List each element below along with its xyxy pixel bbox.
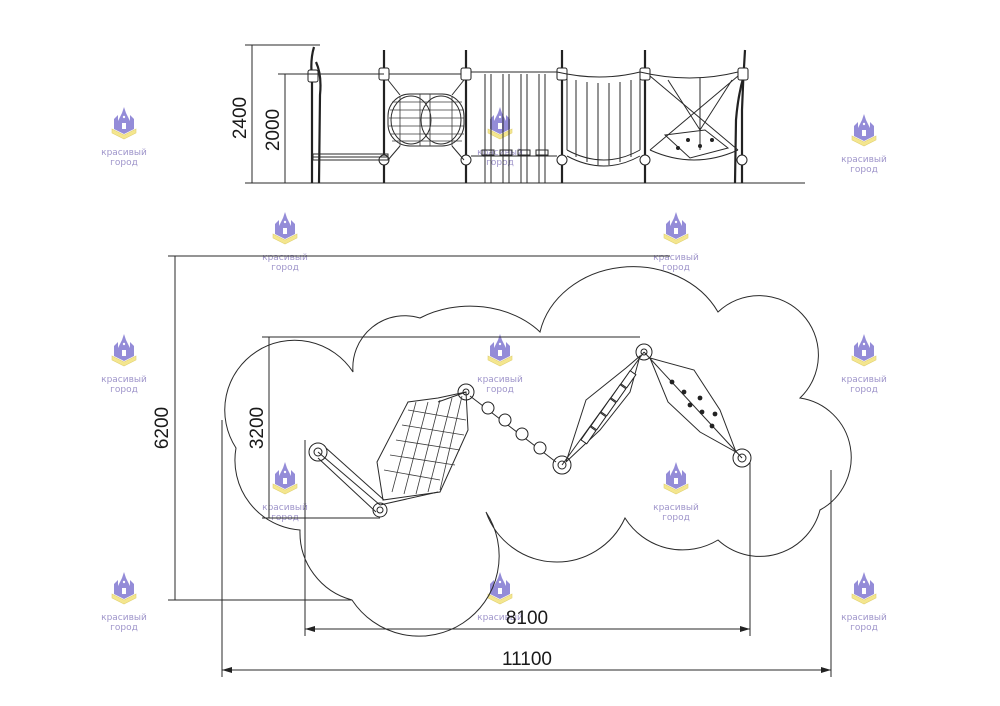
watermark-text-line1: красивый	[841, 375, 887, 385]
dim-total-height-label: 2400	[230, 97, 251, 139]
watermark-text-line2: город	[850, 623, 878, 633]
watermark-logo: красивый город	[841, 113, 887, 175]
plan-rope-entry	[317, 447, 385, 513]
watermark-logo: красивый город	[101, 333, 147, 395]
plan-net-panel	[376, 391, 469, 506]
watermark-text-line2: город	[662, 513, 690, 523]
watermark-text-line2: город	[486, 385, 514, 395]
platform	[312, 153, 389, 161]
dim-overall-depth-label: 6200	[152, 407, 173, 449]
tunnel-net	[387, 79, 465, 161]
watermark-text-line1: красивый	[101, 148, 147, 158]
watermark-text-line1: красивый	[477, 375, 523, 385]
post	[314, 61, 322, 184]
watermark-text-line1: красивый	[841, 155, 887, 165]
post	[310, 46, 316, 183]
plan-slat-bridge	[561, 351, 645, 466]
watermark-text-line2: город	[486, 158, 514, 168]
watermark-logo: красивый город	[101, 106, 147, 168]
post-clamps	[307, 67, 749, 166]
watermark-text-line1: красивый	[101, 613, 147, 623]
watermark-logo: красивый город	[477, 106, 523, 168]
post	[740, 49, 747, 183]
watermark-logo: красивый город	[841, 333, 887, 395]
watermark-text-line1: красивый	[101, 375, 147, 385]
watermark-text-line2: город	[110, 385, 138, 395]
elevation-view: 2400 2000	[230, 44, 805, 184]
hanging-ropes	[471, 74, 557, 183]
plan-view: 6200 3200 8100 11100	[152, 255, 852, 677]
watermark-text-line1: красивый	[653, 253, 699, 263]
dim-structure-depth-label: 3200	[247, 407, 268, 449]
plan-posts	[308, 343, 752, 518]
top-rope	[316, 71, 739, 79]
watermark-logo: красивый город	[653, 461, 699, 523]
rope-bridge	[566, 78, 641, 167]
watermark-logo: красивый город	[262, 211, 308, 273]
climbing-wall-section	[649, 75, 739, 161]
posts	[310, 46, 747, 184]
watermark-logo: красивый	[477, 571, 523, 623]
watermark-text-line1: красивый	[653, 503, 699, 513]
safety-zone-outline	[224, 266, 852, 637]
dim-overall-length-label: 11100	[502, 649, 552, 670]
dim-platform-height-label: 2000	[263, 109, 284, 151]
watermark-logo: красивый город	[841, 571, 887, 633]
elevation-dimensions: 2400 2000	[230, 44, 320, 184]
watermark-text-line2: город	[850, 385, 878, 395]
watermark-text-line1: красивый	[262, 503, 308, 513]
watermark-logo: красивый город	[101, 571, 147, 633]
watermark-text-line2: город	[110, 623, 138, 633]
watermark-text-line2: город	[271, 263, 299, 273]
watermark-layer: красивый город красивый город красивый г…	[101, 106, 887, 633]
plan-climbing-panel	[643, 351, 743, 459]
watermark-text-line2: город	[850, 165, 878, 175]
watermark-text-line2: город	[110, 158, 138, 168]
plan-dimensions: 6200 3200 8100 11100	[152, 255, 832, 677]
watermark-logo: красивый город	[477, 333, 523, 395]
watermark-logo: красивый город	[653, 211, 699, 273]
watermark-text-line2: город	[662, 263, 690, 273]
watermark-text-line1: красивый	[477, 613, 523, 623]
watermark-text-line1: красивый	[262, 253, 308, 263]
dim-structure-length-label: 8100	[506, 608, 548, 629]
plan-rings-bridge	[469, 395, 557, 463]
watermark-text-line1: красивый	[841, 613, 887, 623]
